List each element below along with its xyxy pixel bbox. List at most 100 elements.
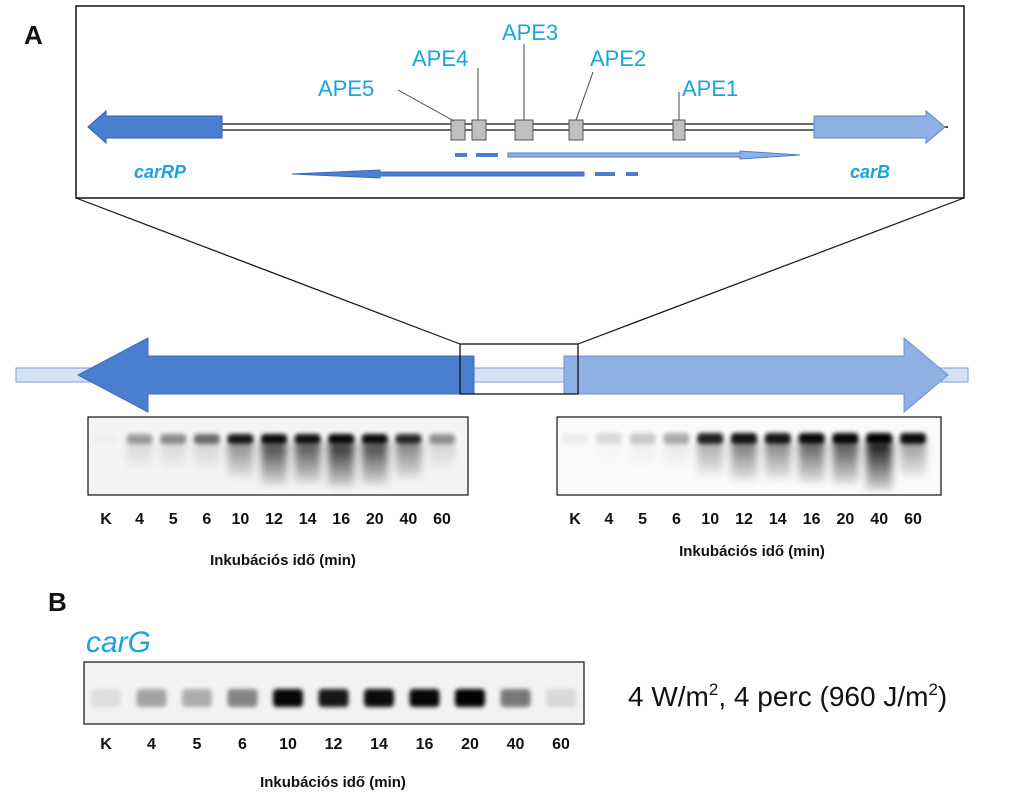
blot-carB-band [900,433,926,444]
blot-carRP-smear [160,442,187,469]
blot-carRP-lane-label: 5 [169,511,178,528]
ape2-box [568,119,584,141]
overview-carRP-arrow [76,337,475,413]
transcript-reverse-arrow [291,169,585,179]
blot-carRP-band [193,434,220,444]
blot-carRP-band [429,434,455,444]
blot-carB-smear [596,441,622,467]
blot-carG-band [455,689,485,707]
blot-carRP-smear [261,442,287,484]
zoom-line-right [577,197,965,345]
blot-carB-smear [731,441,757,480]
blot-carRP-lane-label: 20 [366,511,384,528]
detail-frame [75,5,965,199]
blot-carRP-band [227,434,254,444]
blot-carRP-smear [193,442,220,470]
ape2-leader [575,71,594,121]
blot-carB-lane-label: 60 [904,511,922,528]
blot-carRP-lane-label: 14 [299,511,317,528]
ape4-box [471,119,487,141]
blot-carRP-smear [429,442,455,470]
blot-carRP-lane-label: 4 [135,511,144,528]
blot-carG-band [546,689,576,707]
blot-carG-band [182,689,212,707]
panel-letter-b: B [48,587,67,617]
blot-carRP-smear [126,442,153,469]
blot-carB-lane-label: 12 [735,511,753,528]
transcript-rev-dash-2 [626,172,638,176]
overview-carB-arrow [563,336,949,414]
blot-carG-band [136,689,167,707]
blot-carB-lane-label: 20 [837,511,855,528]
blot-carB-smear [663,441,690,468]
detail-carRP-arrow [87,109,223,145]
blot-carRP-lane-label: 6 [202,511,211,528]
overview-carRP-label: carRP [206,316,301,354]
blot-carG-lane-label: 12 [325,736,343,753]
blot-carRP-lane-label: 16 [332,511,350,528]
blot-carB-lane-label: 10 [701,511,719,528]
transcript-rev-dash-1 [595,172,615,176]
blot-carRP-lane-label: 40 [400,511,418,528]
ape2-label: APE2 [590,46,646,71]
ape3-box [514,119,534,141]
blot-carRP-band [126,434,153,444]
detail-carB-arrow [813,109,946,145]
blot-carRP-lane-label: 12 [265,511,283,528]
blot-carB-band [562,433,588,444]
blot-carG-lane-label: 40 [507,736,525,753]
blot-carG-lane-label: 60 [552,736,570,753]
ape5-label: APE5 [318,76,374,101]
blot-carB-axis-title: Inkubációs idő (min) [679,543,825,560]
ape3-label: APE3 [502,20,558,45]
irradiation-condition: 4 W/m2, 4 perc (960 J/m2) [628,680,947,712]
blot-carG-band [318,689,349,707]
blot-carRP-smear [395,442,422,478]
blot-carB-band [663,433,690,444]
blot-carRP-bands [93,434,455,487]
transcript-forward-arrow [507,150,801,160]
blot-carG-lane-label: 14 [370,736,388,753]
blot-carB-lane-label: 6 [672,511,681,528]
blot-carRP-band [93,434,119,444]
detail-carRP-label: carRP [134,162,187,182]
blot-carRP-band [328,434,355,444]
ape1-label: APE1 [682,76,738,101]
blot-carB-smear [866,441,893,490]
blot-carB-band [697,433,724,444]
overview-carB-label: carB [740,316,810,354]
blot-carB-band [595,433,622,444]
ape4-label: APE4 [412,46,468,71]
blot-carG-band [409,689,440,707]
ape5-box [450,119,466,141]
blot-carRP-smear [294,442,321,483]
blot-carB-smear [629,441,656,468]
blot-carG-band [364,689,394,707]
blot-carB-smear [697,441,724,475]
blot-carRP-smear [227,442,254,477]
transcript-fwd-dash-1 [455,153,467,157]
blot-carRP-band [261,434,287,444]
blot-carG-lane-label: 20 [461,736,479,753]
blot-carG-lane-label: 16 [416,736,434,753]
blot-carB-band [832,433,859,444]
blot-carG-lane-label: 10 [279,736,297,753]
condition-part-1: 4 W/m [628,681,709,712]
condition-sup-2: 2 [928,680,937,699]
ape1-box [672,119,686,141]
blot-carB-band [731,433,757,444]
blot-carG-lane-label: 4 [147,736,156,753]
condition-sup-1: 2 [709,680,718,699]
blot-carB-smear [764,441,791,479]
blot-carG-band [227,689,258,707]
blot-carB-band [629,433,656,444]
blot-carB-band [764,433,791,444]
blot-carG-band [500,689,531,707]
overview-map: carRP carB [15,316,969,414]
blot-carRP-smear [328,442,355,487]
blot-carG-lane-label: K [100,736,112,753]
